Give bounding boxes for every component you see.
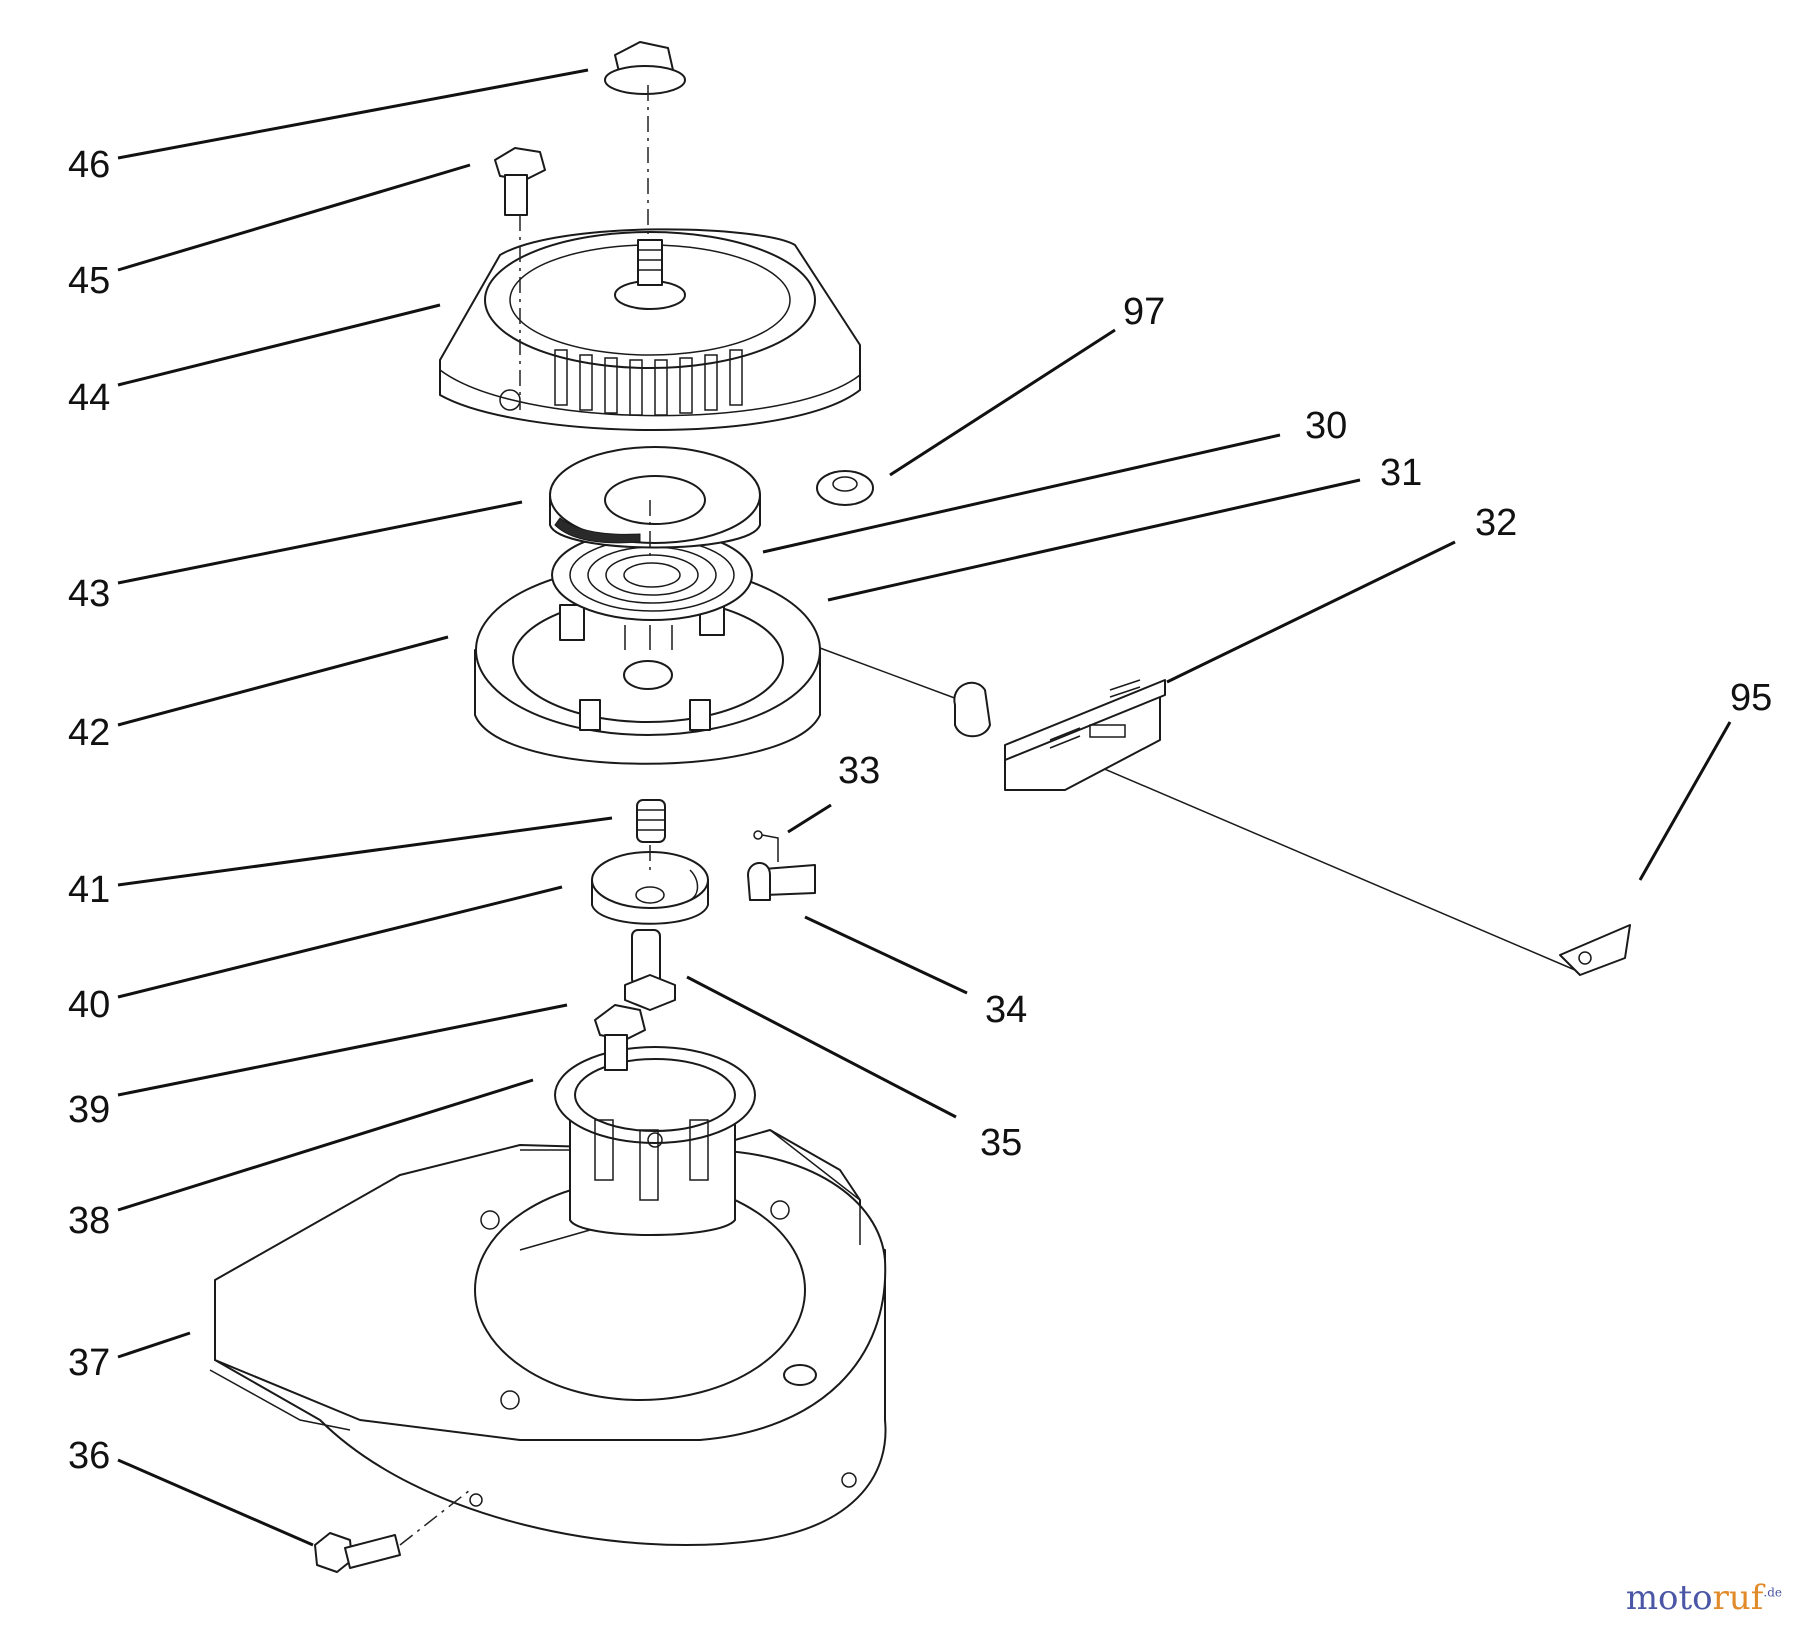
callout-35: 35: [980, 1122, 1022, 1164]
callout-32: 32: [1475, 502, 1517, 544]
callout-43: 43: [68, 573, 110, 615]
callout-36: 36: [68, 1435, 110, 1477]
callout-31: 31: [1380, 452, 1422, 494]
housing-bolt: [494, 147, 546, 216]
blower-housing: [209, 1129, 887, 1546]
callout-labels: 46 45 44 43 42 41 40 39 38 37 36 97 30 3…: [68, 144, 1772, 1477]
callout-30: 30: [1305, 405, 1347, 447]
callout-33: 33: [838, 750, 880, 792]
starter-cup: [554, 1046, 756, 1236]
callout-41: 41: [68, 869, 110, 911]
housing-mounting-bolt: [314, 1532, 401, 1573]
shoulder-bolt: [624, 929, 676, 1011]
pawl-retainer: [591, 851, 709, 925]
starter-housing: [439, 228, 861, 431]
rope-handle: [953, 679, 1166, 791]
pawl-and-spring: [747, 830, 816, 901]
spring-cover: [549, 446, 761, 549]
watermark-main: moto: [1625, 1578, 1713, 1618]
callout-34: 34: [985, 989, 1027, 1031]
callout-95: 95: [1730, 677, 1772, 719]
rope-insert: [1559, 924, 1631, 976]
small-bolt: [594, 1004, 646, 1071]
rope-pulley: [474, 564, 821, 765]
callout-42: 42: [68, 712, 110, 754]
callout-97: 97: [1123, 291, 1165, 333]
callout-45: 45: [68, 260, 110, 302]
starter-rope: [819, 647, 1576, 971]
watermark-logo: motoruf.de: [1626, 1578, 1782, 1618]
compression-spring: [636, 799, 666, 843]
assembly-line-bolt-36: [399, 1489, 471, 1546]
callout-46: 46: [68, 144, 110, 186]
hex-nut: [604, 41, 686, 95]
recoil-spring: [551, 529, 753, 621]
callout-37: 37: [68, 1342, 110, 1384]
callout-44: 44: [68, 377, 110, 419]
leader-lines: [117, 68, 1732, 1547]
watermark-accent: ruf: [1712, 1578, 1764, 1618]
callout-39: 39: [68, 1089, 110, 1131]
washer: [816, 470, 874, 506]
watermark-suffix: .de: [1763, 1585, 1782, 1600]
callout-40: 40: [68, 984, 110, 1026]
callout-38: 38: [68, 1200, 110, 1242]
